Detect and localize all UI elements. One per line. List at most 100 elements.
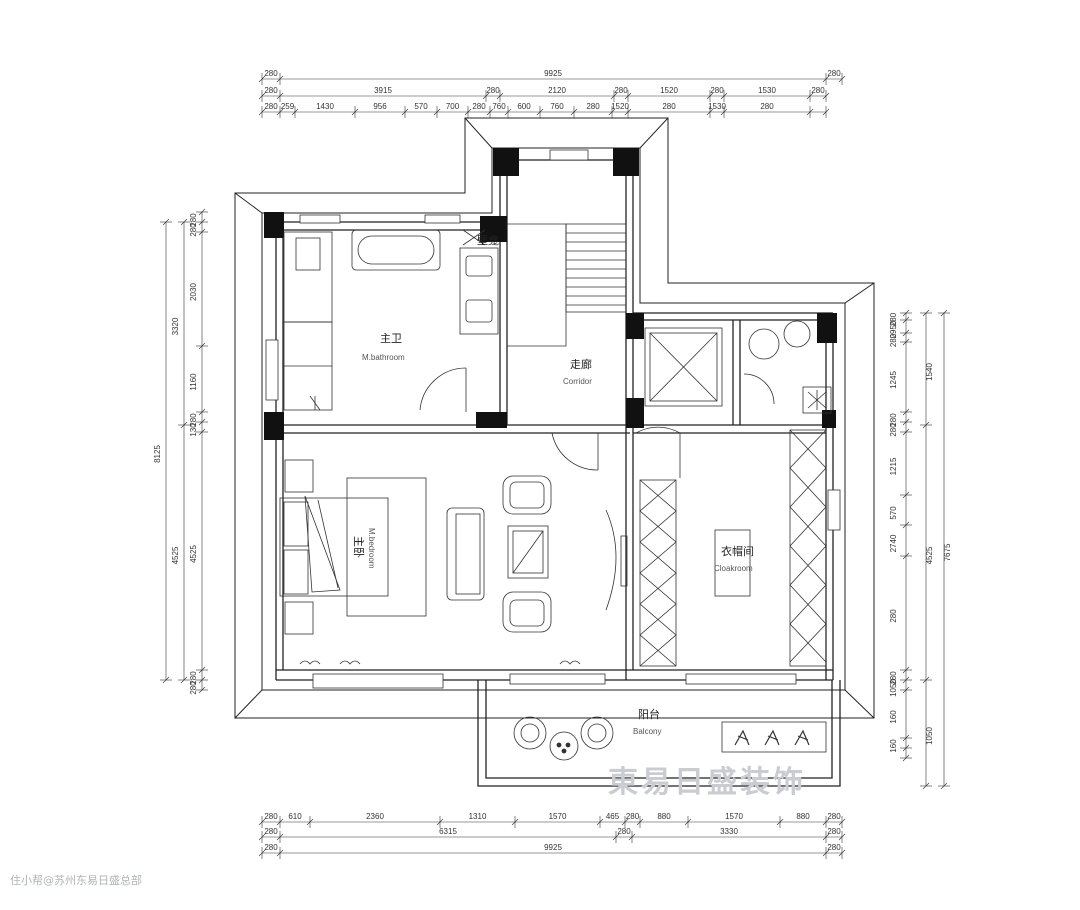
room-label-master-bath: 主卫 [380,332,402,345]
stairs [507,223,627,471]
dim-right-outer-0: 7675 [943,543,952,561]
dim-bot-row2-3: 3330 [720,827,738,836]
dim-bot-row1-6: 280 [626,812,640,821]
dim-left-mid-0: 3320 [171,317,180,335]
dim-left-inner-4: 280 [189,413,198,427]
dim-top-row3-14: 280 [760,102,774,111]
balcony-furniture [513,716,827,761]
small-room-fixtures [635,320,832,478]
dim-left-inner-6: 4525 [189,545,198,563]
dim-bot-row1-10: 280 [827,812,841,821]
dim-bot-row2-1: 6315 [439,827,457,836]
cloakroom-furniture [639,429,827,667]
dim-top-row3-3: 956 [373,102,387,111]
dim-bot-row2-0: 280 [264,827,278,836]
dim-right-inner-8: 2740 [889,534,898,552]
dim-bot-row1-4: 1570 [549,812,567,821]
room-label-master-bed: 主卧 [352,536,365,558]
dimension-lines [160,73,950,859]
dim-right-inner-3: 1245 [889,371,898,389]
roof-outline [234,117,875,719]
windows [265,149,841,689]
dim-top-row2-1: 3915 [374,86,392,95]
dim-top-row3-5: 700 [446,102,460,111]
dim-top-row3-6: 280 [472,102,486,111]
dim-right-inner-5: 280 [889,423,898,437]
dim-top-row3-9: 760 [550,102,564,111]
dim-left-inner-0: 280 [189,213,198,227]
columns [264,148,837,440]
room-sublabel-cloakroom: Cloakroom [714,564,753,573]
dim-top-row3-0: 280 [264,102,278,111]
dim-top-overall-1: 9925 [544,69,562,78]
dim-left-inner-2: 2030 [189,283,198,301]
dim-left-inner-1: 280 [189,223,198,237]
dim-top-row3-12: 280 [662,102,676,111]
dim-top-row3-1: 259 [281,102,295,111]
dim-right-inner-12: 160 [889,710,898,724]
dim-bot-row2-4: 280 [827,827,841,836]
room-label-cloakroom: 衣帽间 [721,544,754,558]
dim-bot-row1-1: 610 [288,812,302,821]
dim-top-row3-7: 760 [492,102,506,111]
room-sublabel-corridor: Corridor [563,377,592,386]
dim-top-row2-3: 2120 [548,86,566,95]
bedroom-furniture [279,459,628,665]
dim-left-inner-7: 280 [189,671,198,685]
dim-right-inner-10: 280 [889,671,898,685]
dim-top-row2-4: 280 [614,86,628,95]
dim-top-row2-5: 1520 [660,86,678,95]
walls [275,159,841,787]
elevator-shaft [644,327,723,407]
dim-right-mid-1: 4525 [925,546,934,564]
dim-bot-row1-0: 280 [264,812,278,821]
dim-bot-overall-2: 280 [827,843,841,852]
dim-right-inner-13: 160 [889,739,898,753]
room-label-niche: 壁龛 [477,233,499,247]
room-sublabel-master-bath: M.bathroom [362,353,405,362]
dim-left-inner-3: 1160 [189,373,198,391]
credit-text: 住小帮@苏州东易日盛总部 [10,874,142,887]
dim-top-row3-4: 570 [414,102,428,111]
dim-top-row3-10: 280 [586,102,600,111]
dim-left-mid-1: 4525 [171,546,180,564]
brand-watermark: 東易日盛装饰 [608,765,806,800]
dim-top-row2-7: 1530 [758,86,776,95]
dim-bot-row2-2: 280 [617,827,631,836]
dim-top-row3-2: 1430 [316,102,334,111]
dim-top-row3-13: 1530 [708,102,726,111]
room-label-balcony: 阳台 [638,707,660,721]
dim-bot-row1-8: 1570 [725,812,743,821]
dim-top-row3-8: 600 [517,102,531,111]
dim-top-row2-6: 280 [710,86,724,95]
room-sublabel-master-bed: M.bedroom [367,528,376,569]
dim-bot-row1-9: 880 [796,812,810,821]
dim-bot-row1-7: 880 [657,812,671,821]
dim-top-row2-0: 280 [264,86,278,95]
room-label-corridor: 走廊 [570,357,592,371]
dim-left-inner-5: 130 [189,423,198,437]
dim-top-row3-11: 1520 [611,102,629,111]
dim-right-inner-6: 1215 [889,457,898,475]
dim-right-inner-2: 280 [889,333,898,347]
dim-right-inner-7: 570 [889,506,898,520]
dim-top-overall-2: 280 [827,69,841,78]
room-sublabel-balcony: Balcony [633,727,661,736]
dim-right-inner-11: 1050 [889,679,898,697]
dim-right-inner-1: 2950 [889,320,898,338]
dim-bot-row1-5: 465 [606,812,620,821]
dim-bot-overall-1: 9925 [544,843,562,852]
dim-bot-row1-3: 1310 [469,812,487,821]
dim-left-inner-8: 280 [189,681,198,695]
dim-top-row2-8: 280 [811,86,825,95]
dim-bot-row1-2: 2360 [366,812,384,821]
dim-bot-overall-0: 280 [264,843,278,852]
dim-right-inner-9: 280 [889,609,898,623]
dim-left-outer-0: 8125 [153,445,162,463]
dim-right-inner-4: 280 [889,413,898,427]
dim-right-mid-2: 1050 [925,727,934,745]
dim-right-mid-0: 1540 [925,363,934,381]
dim-top-row2-2: 280 [486,86,500,95]
